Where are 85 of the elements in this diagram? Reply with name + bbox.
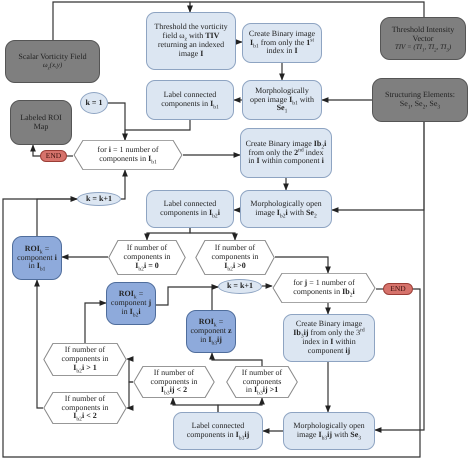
counter-ellipse	[80, 92, 108, 114]
box-label: k = k+1	[86, 194, 112, 204]
arrow	[183, 152, 241, 158]
box-label: ROI$_{k}$ = component j in I$_{b2}$i	[110, 290, 152, 317]
box-label: ROI$_{k}$ = component i in I$_{b1}$	[16, 244, 58, 272]
decision-hexagon	[43, 392, 127, 424]
process-box	[146, 12, 236, 70]
box-label: k = 1	[85, 98, 102, 108]
arrow	[209, 352, 263, 366]
process-box	[283, 314, 375, 362]
arrow	[262, 428, 283, 434]
decision-hexagon	[195, 240, 275, 275]
box-label: for i = 1 number of components in I$_{b1}$	[96, 146, 160, 164]
loop-hexagon	[272, 273, 376, 303]
arrow	[325, 303, 331, 315]
box-label: Morphologically open image I$_{b1}$ with Se$_{1}$	[248, 86, 316, 114]
process-box	[240, 128, 332, 178]
box-label: Create Binary image I$_{b1}$ from only the 1$^{st}$ index in I	[248, 30, 316, 56]
process-box	[173, 412, 263, 450]
input-box	[372, 78, 468, 122]
arrow	[233, 97, 242, 103]
arrow	[84, 300, 107, 343]
output-box	[10, 100, 72, 145]
box-label: If number of components in I$_{b2}$i > 1	[60, 346, 110, 373]
result-box	[106, 282, 156, 325]
box-label: k = k+1	[226, 282, 253, 291]
arrow	[189, 228, 238, 241]
box-label: ROI$_{k}$ = component z in I$_{b3}$ij	[190, 318, 232, 345]
arrow	[374, 122, 425, 433]
arrow	[61, 254, 108, 260]
result-box	[12, 236, 62, 280]
counter-ellipse	[218, 279, 262, 294]
box-label: Structuring Elements: Se$_{1}$, Se$_{2}$, Se$_{3}$	[384, 91, 456, 109]
process-box	[283, 412, 375, 450]
counter-ellipse	[77, 192, 121, 206]
end-terminal	[383, 283, 413, 295]
arrow	[2, 196, 421, 458]
box-label: Morphologically open image I$_{b3}$ij with Se$_{3}$	[292, 422, 366, 440]
decision-hexagon	[133, 366, 215, 398]
arrow	[262, 283, 273, 289]
arrow	[30, 144, 40, 157]
arrow	[217, 397, 265, 412]
arrow	[121, 169, 128, 200]
arrow	[126, 381, 134, 411]
decision-hexagon	[108, 240, 186, 275]
box-label: Threshold the vorticity field ω$_{z}$ with TIV returning an indexed image I	[153, 23, 229, 59]
box-label: Morphologically open image I$_{b2}$i with Se$_{2}$	[249, 200, 323, 218]
arrow	[236, 39, 243, 45]
arrow	[283, 178, 289, 191]
arrow	[279, 63, 285, 81]
box-label: If number of components in I$_{b2}$i < 2	[60, 394, 110, 422]
box-label: Labeled ROI Map	[19, 114, 63, 132]
process-box	[146, 80, 234, 120]
box-label: Label connected components in I$_{b1}$	[160, 91, 220, 109]
arrow	[187, 1, 425, 17]
arrow	[233, 207, 240, 213]
box-label: Label connected components in I$_{b2}$i	[159, 200, 221, 218]
decision-hexagon	[43, 343, 127, 376]
input-box	[380, 17, 466, 60]
process-box	[242, 23, 322, 63]
box-label: Scalar Vorticity Field	[18, 53, 87, 62]
arrow	[321, 97, 372, 103]
box-label: Label connected components in I$_{b3}$ij	[186, 422, 250, 440]
box-label: Create Binary image Ib$_{3}$ij from only the 3$^{rd}$ index in I within component ij	[292, 320, 366, 356]
arrow	[108, 102, 128, 141]
arrow	[275, 256, 331, 274]
input-box	[5, 40, 100, 83]
box-label: If number of components in I$_{b3}$ij >1	[240, 368, 284, 396]
box-label: If number of components in I$_{b2}$i = 0	[122, 244, 172, 271]
end-terminal	[40, 150, 67, 162]
process-box	[146, 190, 234, 228]
arrow	[126, 356, 134, 383]
process-box	[242, 80, 322, 120]
process-box	[240, 190, 332, 228]
result-box	[186, 310, 236, 353]
decision-hexagon	[226, 366, 298, 398]
box-label: Create Binary image Ib$_{2}$i from only the 2$^{nd}$ index in I within component i	[245, 140, 327, 166]
box-label: Threshold Intensity Vector	[390, 26, 456, 44]
arrow	[325, 362, 331, 413]
box-label: If number of components in I$_{b3}$ij < 2	[150, 368, 198, 396]
box-label: for j = 1 number of components in Ib$_{2}$i	[292, 279, 356, 297]
arrow	[34, 279, 43, 409]
box-label: If number of components in I$_{b2}$i >0	[210, 244, 260, 271]
arrow	[211, 284, 219, 310]
loop-hexagon	[73, 140, 183, 170]
